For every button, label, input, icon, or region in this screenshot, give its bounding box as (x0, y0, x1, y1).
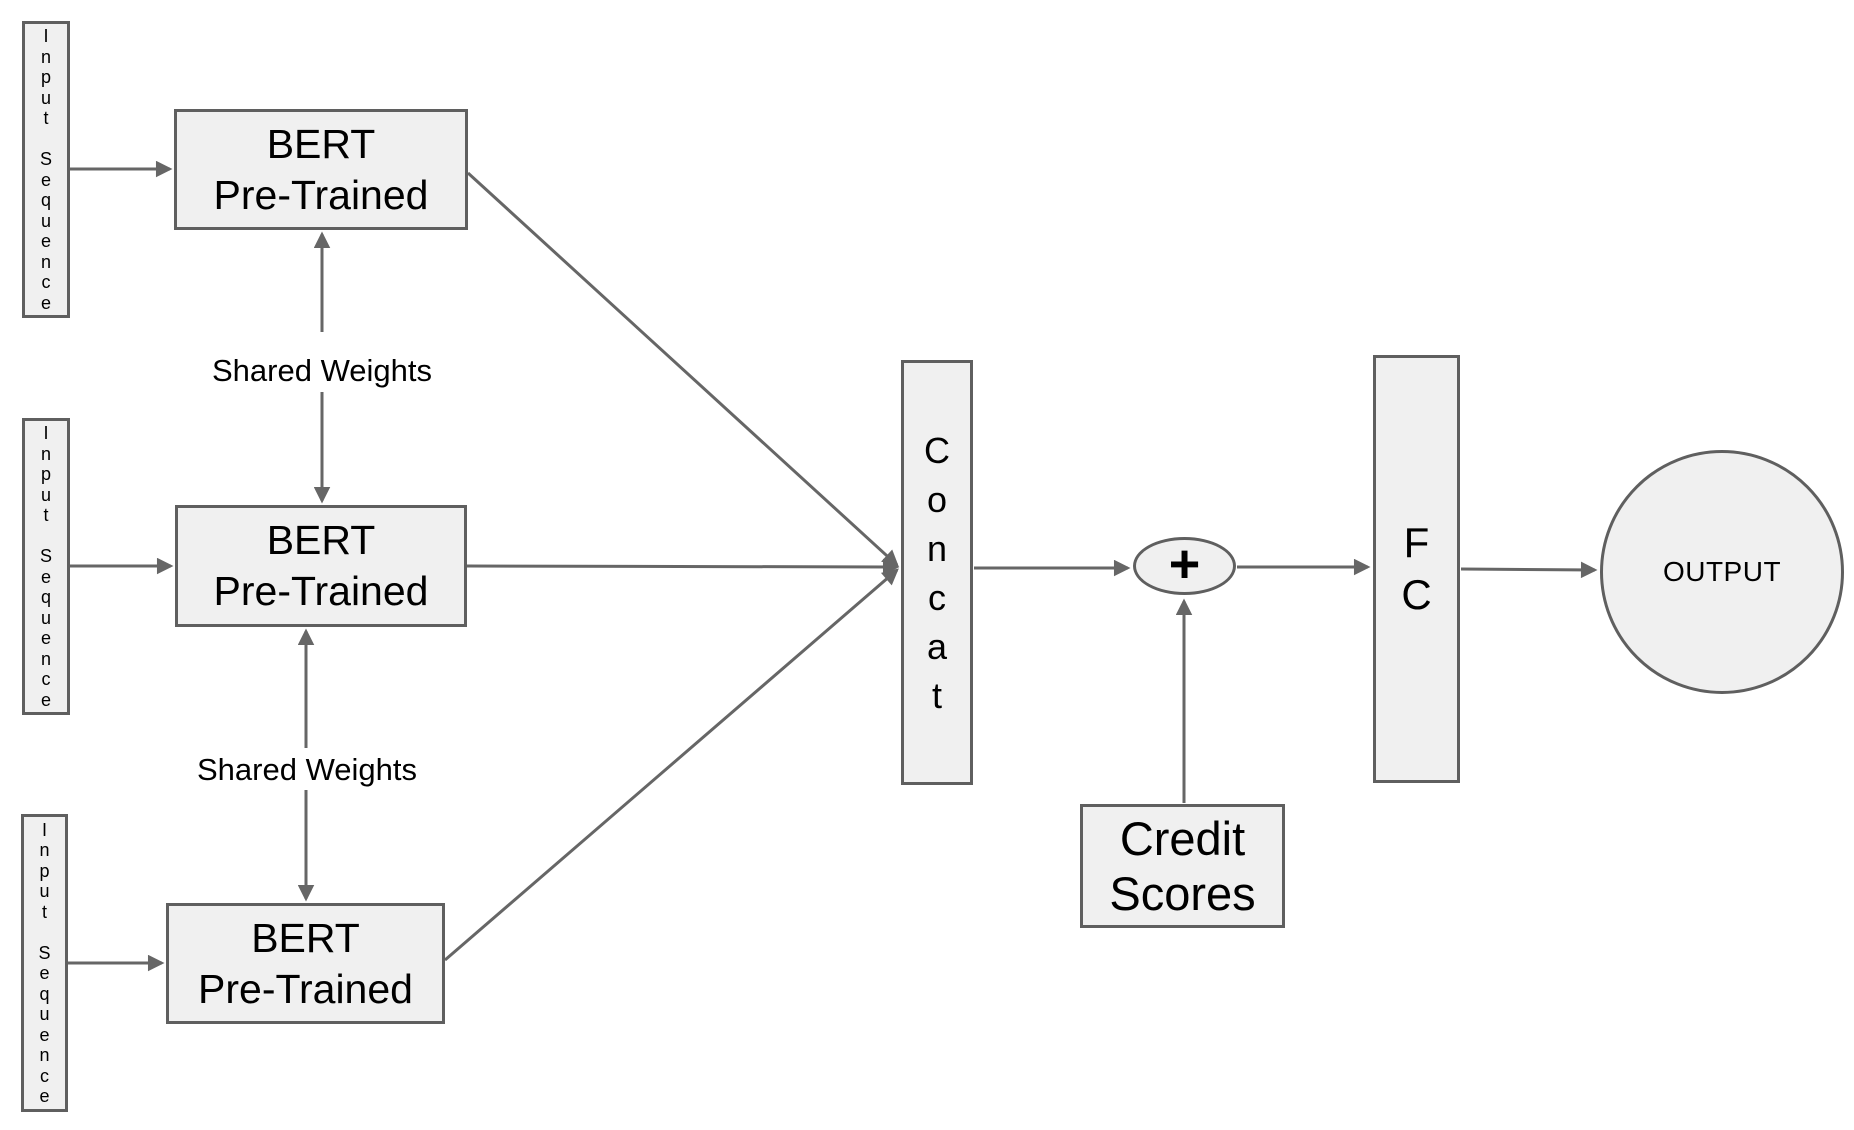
node-fc: F C (1373, 355, 1460, 783)
bert-2-label: BERT Pre-Trained (213, 517, 429, 614)
bert-3-label: BERT Pre-Trained (198, 914, 413, 1012)
edge-bert3-to-concat (444, 568, 899, 962)
node-bert-1: BERT Pre-Trained (174, 109, 468, 230)
node-input-sequence-2: I n p u t S e q u e n c e (22, 418, 70, 715)
node-output: OUTPUT (1600, 450, 1844, 694)
shared-weights-label-2: Shared Weights (197, 752, 417, 787)
node-bert-2: BERT Pre-Trained (175, 505, 467, 627)
edge-fc-to-output (1460, 561, 1598, 579)
edge-bert1-to-concat (466, 171, 899, 567)
node-credit-scores: Credit Scores (1080, 804, 1285, 928)
sum-label: + (1168, 534, 1201, 594)
concat-label: C o n c a t (924, 429, 950, 716)
input-sequence-2-label: I n p u t S e q u e n c e (39, 423, 52, 710)
output-label: OUTPUT (1662, 556, 1782, 587)
input-sequence-3-label: I n p u t S e q u e n c e (38, 819, 51, 1107)
fc-label: F C (1401, 519, 1432, 618)
bert-1-label: BERT Pre-Trained (213, 120, 429, 218)
edge-bert2-to-concat (466, 558, 900, 576)
shared-weights-label-1: Shared Weights (212, 353, 432, 388)
node-input-sequence-1: I n p u t S e q u e n c e (22, 21, 70, 318)
input-sequence-1-label: I n p u t S e q u e n c e (39, 26, 52, 313)
node-concat: C o n c a t (901, 360, 973, 785)
credit-scores-label: Credit Scores (1109, 812, 1256, 920)
node-sum: + (1133, 537, 1236, 595)
node-bert-3: BERT Pre-Trained (166, 903, 445, 1024)
node-input-sequence-3: I n p u t S e q u e n c e (21, 814, 68, 1112)
